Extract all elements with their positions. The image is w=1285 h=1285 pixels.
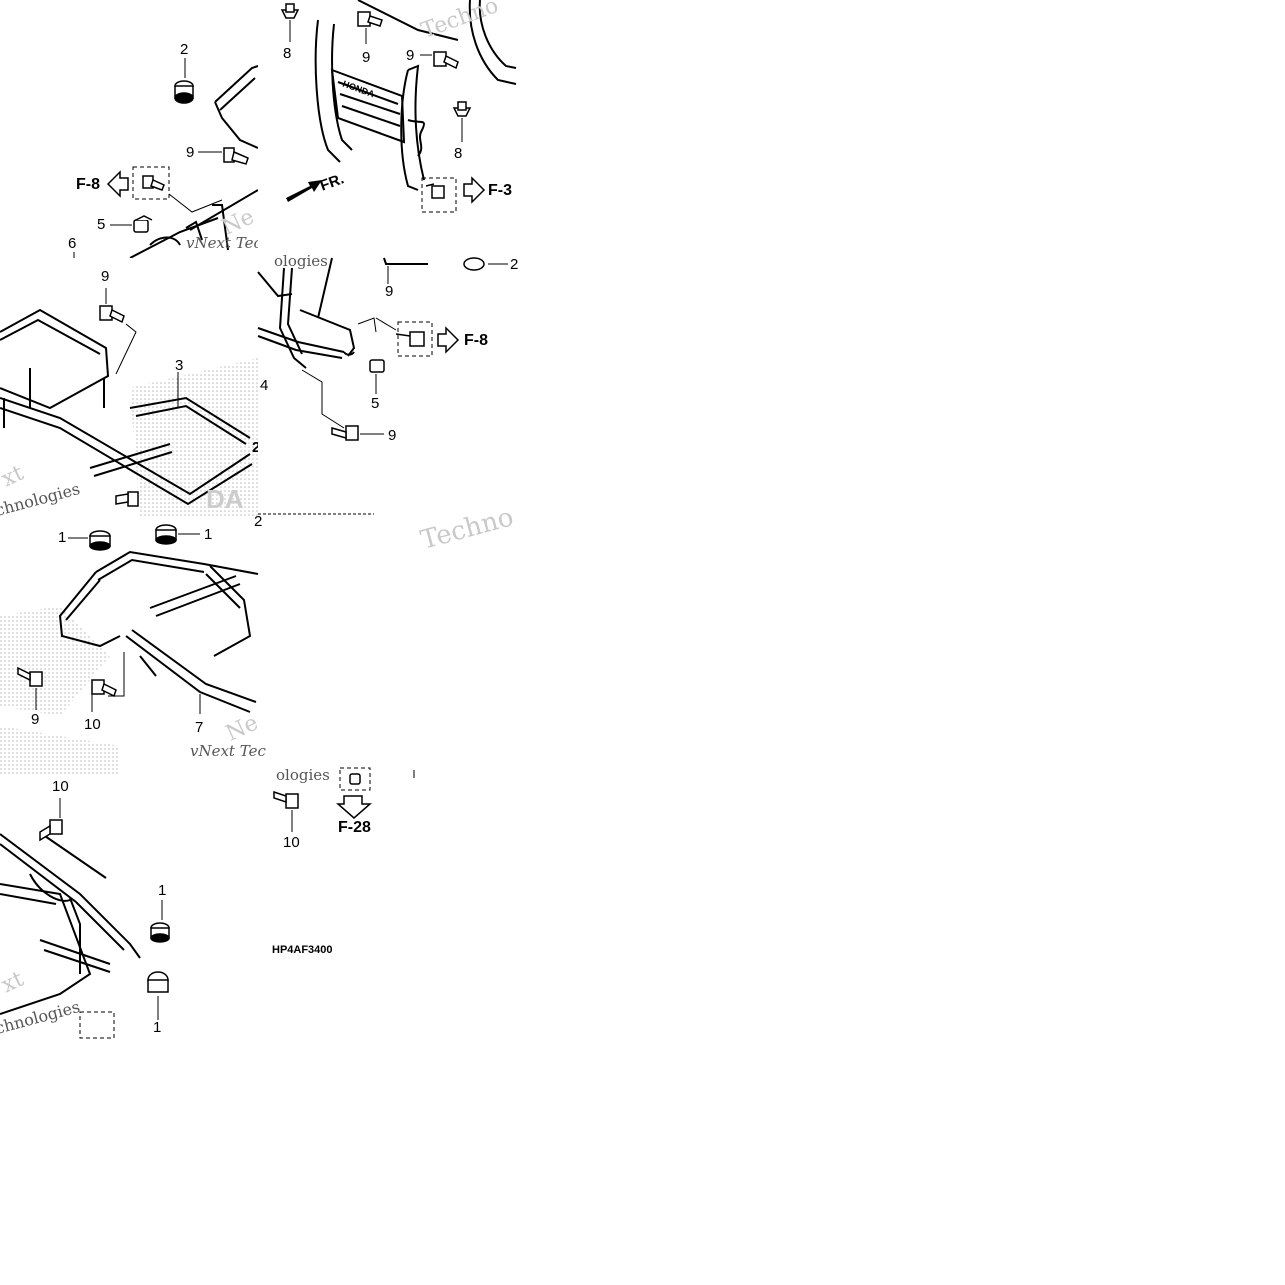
frame-drawing-a	[73, 58, 259, 259]
grommet-icon	[147, 922, 170, 993]
watermark-ologies: ologies	[274, 252, 328, 270]
nut-icon	[349, 773, 361, 785]
watermark-vnext: vNext Tec	[190, 742, 266, 760]
reference-f28[interactable]: F-28	[338, 819, 371, 836]
reference-f8[interactable]: F-8	[464, 332, 488, 349]
callout-9: 9	[101, 268, 110, 285]
callout-6: 6	[68, 235, 77, 252]
callout-7: 7	[195, 719, 204, 736]
bolt-icon	[99, 305, 125, 324]
bolt-icon	[331, 425, 359, 441]
bolt-icon	[273, 790, 299, 809]
diagram-tile-bottom-left: 10 1 1 xt chnologies	[0, 774, 258, 1039]
grommet-icon	[174, 80, 194, 104]
diagram-tile-top-right: Techno 8 9 9 8 FR. F-3 HONDA	[258, 0, 517, 258]
callout-2: 2	[510, 256, 519, 273]
callout-2: 2	[254, 513, 263, 530]
callout-9: 9	[362, 49, 371, 66]
callout-8: 8	[454, 145, 463, 162]
callout-2: 2	[252, 439, 261, 456]
callout-9: 9	[385, 283, 394, 300]
reference-f3[interactable]: F-3	[488, 182, 512, 199]
callout-4: 4	[260, 377, 269, 394]
callout-9: 9	[186, 144, 195, 161]
bolt-icon	[133, 215, 153, 233]
callout-9: 9	[31, 711, 40, 728]
carrier-brand-mark: DA	[206, 484, 244, 514]
bolt-icon	[115, 491, 139, 507]
front-carrier-drawing	[257, 257, 508, 515]
watermark-ologies: ologies	[276, 766, 330, 784]
diagram-tile-low-left: 1 1 2 9 10 7 vNext Tec Ne	[0, 514, 266, 774]
callout-9: 9	[406, 47, 415, 64]
rear-carrier-drawing	[0, 288, 258, 516]
grommet-icon	[89, 524, 177, 551]
bolt-icon	[223, 147, 249, 165]
watermark-vnext: vNext Tec	[186, 234, 262, 252]
callout-9: 9	[388, 427, 397, 444]
reference-f8[interactable]: F-8	[76, 176, 100, 193]
callout-5: 5	[97, 216, 106, 233]
bolt-icon	[17, 666, 117, 698]
callout-10: 10	[52, 778, 69, 795]
callout-1: 1	[58, 529, 67, 546]
fastener-drawing	[273, 767, 415, 832]
diagram-code: HP4AF3400	[272, 944, 333, 956]
diagram-tile-mid-left: 9 3 2 xt chnologies DA	[0, 258, 261, 520]
bumper-drawing	[280, 0, 517, 213]
callout-1: 1	[158, 882, 167, 899]
carrier-assembly-drawing	[0, 524, 259, 774]
callout-5: 5	[371, 395, 380, 412]
callout-10: 10	[283, 834, 300, 851]
grommet-icon	[463, 257, 485, 271]
diagram-tile-top-left: 2 9 F-8 5 6 vNext Tec Ne	[0, 0, 262, 259]
callout-8: 8	[283, 45, 292, 62]
diagram-tile-mid-right: ologies 9 2 F-8 4 5 9	[257, 252, 519, 516]
callout-10: 10	[84, 716, 101, 733]
bolt-icon	[395, 331, 425, 347]
callout-1: 1	[204, 526, 213, 543]
bolt-icon	[142, 175, 165, 191]
bolt-icon	[39, 819, 63, 842]
clip-icon	[280, 3, 472, 117]
bolt-icon	[369, 359, 385, 373]
callout-2: 2	[180, 41, 189, 58]
front-carrier-assembly-drawing	[0, 798, 170, 1039]
bolt-icon	[357, 11, 459, 70]
diagram-tile-low-middle: ologies F-28 10 HP4AF3400	[258, 766, 516, 1032]
callout-1: 1	[153, 1019, 162, 1036]
bolt-icon	[425, 183, 445, 199]
callout-3: 3	[175, 357, 184, 374]
